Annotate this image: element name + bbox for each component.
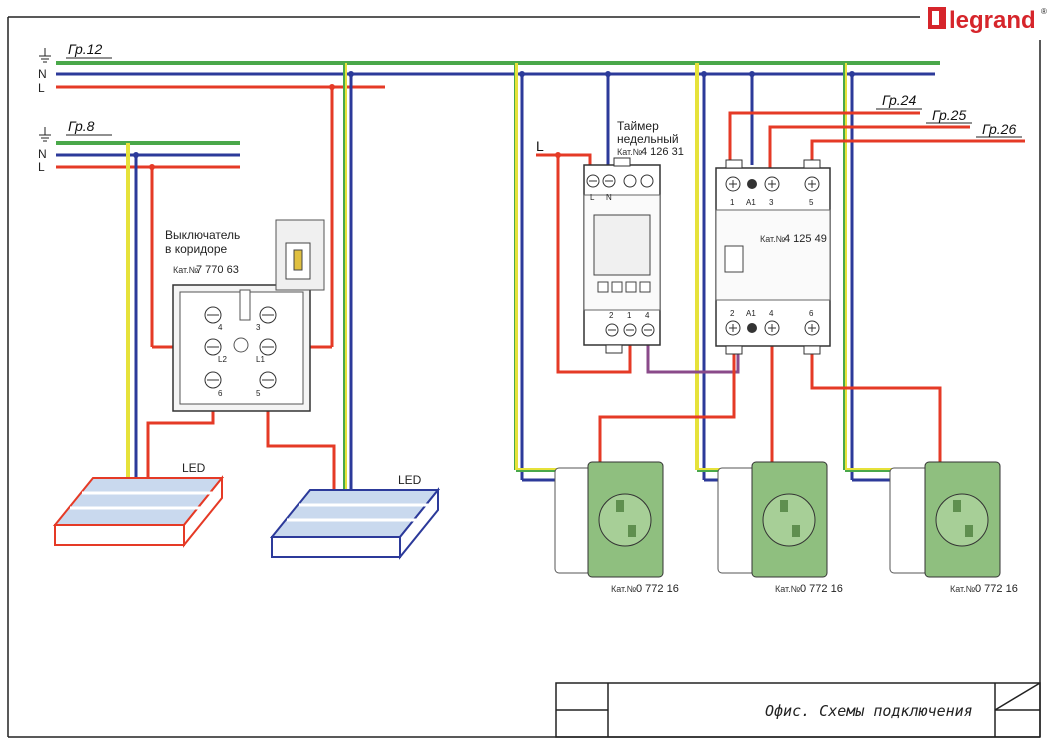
switch-cat-prefix: Кат.№ — [173, 265, 199, 275]
timer-title-line1: Таймер — [617, 119, 659, 133]
group-label-gr8: Гр.8 — [68, 118, 95, 134]
led-panel — [52, 475, 225, 548]
socket-cat-number: 0 772 16 — [800, 583, 843, 595]
socket — [554, 461, 664, 578]
socket — [889, 461, 1001, 578]
contactor-bottom-term-2: 2 — [730, 309, 735, 318]
switch-term-5: 5 — [256, 389, 261, 398]
contactor-bottom-term-4: 4 — [769, 309, 774, 318]
switch-title-line2: в коридоре — [165, 242, 227, 256]
corridor-switch — [172, 219, 325, 412]
weekly-timer — [583, 157, 661, 354]
switch-term-l1: L1 — [256, 355, 265, 364]
logo-reg: ® — [1041, 7, 1047, 16]
timer-cat-prefix: Кат.№ — [617, 147, 643, 157]
switch-term-3: 3 — [256, 323, 261, 332]
switch-term-4: 4 — [218, 323, 223, 332]
socket — [717, 461, 828, 578]
switch-title-line1: Выключатель — [165, 228, 240, 242]
group-label-gr24: Гр.24 — [882, 92, 916, 108]
contactor — [715, 159, 831, 355]
group-label-gr25: Гр.25 — [932, 107, 966, 123]
bus-label-n: N — [38, 67, 47, 81]
screw-terminal-icon — [204, 306, 277, 389]
socket-cat-number: 0 772 16 — [636, 583, 679, 595]
switch-cat-number: 7 770 63 — [196, 264, 239, 276]
timer-term-4: 4 — [645, 311, 650, 320]
contactor-top-term-3: 3 — [769, 198, 774, 207]
timer-term-l: L — [590, 193, 595, 202]
socket-cat-prefix: Кат.№ — [611, 584, 637, 594]
switch-term-l2: L2 — [218, 355, 227, 364]
bus-label-n: N — [38, 147, 47, 161]
led-panel — [269, 487, 441, 560]
group-label-gr26: Гр.26 — [982, 121, 1016, 137]
socket-cat-prefix: Кат.№ — [775, 584, 801, 594]
socket-cat-number: 0 772 16 — [975, 583, 1018, 595]
ground-icon — [39, 48, 51, 63]
legrand-logo: legrand ® — [928, 7, 1047, 34]
ground-icon — [39, 127, 51, 142]
timer-term-1: 1 — [627, 311, 632, 320]
title-block-text: Офис. Схемы подключения — [765, 702, 973, 720]
logo-text: legrand — [949, 7, 1036, 34]
contactor-top-term-1: 1 — [730, 198, 735, 207]
contactor-bottom-term-a1: A1 — [746, 309, 756, 318]
title-block — [555, 682, 1041, 738]
contactor-cat-number: 4 125 49 — [784, 233, 827, 245]
timer-term-2: 2 — [609, 311, 614, 320]
timer-cat-number: 4 126 31 — [641, 146, 684, 158]
contactor-top-term-a1: A1 — [746, 198, 756, 207]
bus-gr12 — [56, 57, 940, 89]
timer-term-n: N — [606, 193, 612, 202]
contactor-cat-prefix: Кат.№ — [760, 234, 786, 244]
led-label: LED — [182, 461, 206, 475]
contactor-top-term-5: 5 — [809, 198, 814, 207]
contactor-bottom-term-6: 6 — [809, 309, 814, 318]
timer-title-line2: недельный — [617, 132, 679, 146]
timer-feed-label: L — [536, 138, 544, 154]
led-label: LED — [398, 473, 422, 487]
bus-label-l: L — [38, 160, 45, 174]
group-label-gr12: Гр.12 — [68, 41, 102, 57]
bus-label-l: L — [38, 81, 45, 95]
switch-term-6: 6 — [218, 389, 223, 398]
screw-terminal-icon — [586, 174, 655, 337]
bus-gr8 — [56, 134, 240, 169]
screw-terminal-icon — [725, 176, 820, 336]
drawing-frame — [7, 16, 1041, 738]
socket-cat-prefix: Кат.№ — [950, 584, 976, 594]
